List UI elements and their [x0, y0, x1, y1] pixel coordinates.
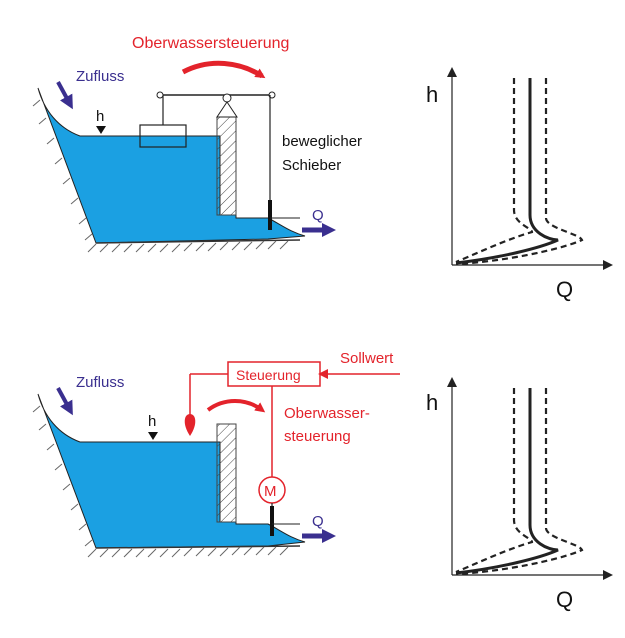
- top-weir-wall: [216, 116, 237, 216]
- top-flow-label: Q: [312, 207, 324, 224]
- bottom-graph: [447, 377, 613, 580]
- bottom-gate: [270, 506, 274, 536]
- bottom-weir-wall: [216, 423, 237, 523]
- top-ground: [95, 239, 301, 244]
- bottom-level-marker: [148, 432, 158, 440]
- ctrl-label-1: Oberwasser-: [284, 405, 370, 422]
- bottom-inflow-arrow: [56, 387, 73, 416]
- controller-box: [227, 361, 321, 387]
- top-graph-curve-dash-right: [455, 78, 584, 266]
- top-title: Oberwassersteuerung: [132, 35, 289, 52]
- top-graph: [447, 67, 613, 270]
- top-graph-curve-solid: [455, 78, 559, 265]
- top-water: [37, 87, 306, 244]
- top-control-arrow: [181, 60, 266, 79]
- top-level-label: h: [96, 108, 104, 125]
- bottom-control-arrow: [206, 399, 266, 413]
- bottom-schematic: [32, 361, 400, 558]
- level-sensor: [184, 414, 196, 436]
- top-graph-curve-dash-left: [455, 78, 534, 264]
- motor-label: M: [264, 483, 277, 500]
- bottom-flow-label: Q: [312, 513, 324, 530]
- bottom-graph-y-label: h: [426, 390, 438, 415]
- bottom-graph-x-label: Q: [556, 587, 573, 612]
- top-graph-x-label: Q: [556, 277, 573, 302]
- bottom-graph-curve-dash-left: [455, 388, 534, 574]
- top-inflow-arrow: [56, 81, 73, 110]
- top-gate-label-1: beweglicher: [282, 133, 362, 150]
- bottom-inflow-label: Zufluss: [76, 374, 124, 391]
- top-inflow-label: Zufluss: [76, 68, 124, 85]
- bottom-level-label: h: [148, 413, 156, 430]
- top-graph-y-label: h: [426, 82, 438, 107]
- bottom-graph-curve-solid: [455, 388, 559, 575]
- bottom-ground: [95, 545, 301, 549]
- top-gate-label-2: Schieber: [282, 157, 341, 174]
- ctrl-label-2: steuerung: [284, 428, 351, 445]
- bottom-water: [37, 393, 306, 549]
- top-schematic: [32, 60, 336, 253]
- setpoint-label: Sollwert: [340, 350, 394, 367]
- controller-label: Steuerung: [236, 367, 301, 383]
- top-level-marker: [96, 126, 106, 134]
- bottom-graph-curve-dash-right: [455, 388, 584, 576]
- top-gate: [268, 200, 272, 230]
